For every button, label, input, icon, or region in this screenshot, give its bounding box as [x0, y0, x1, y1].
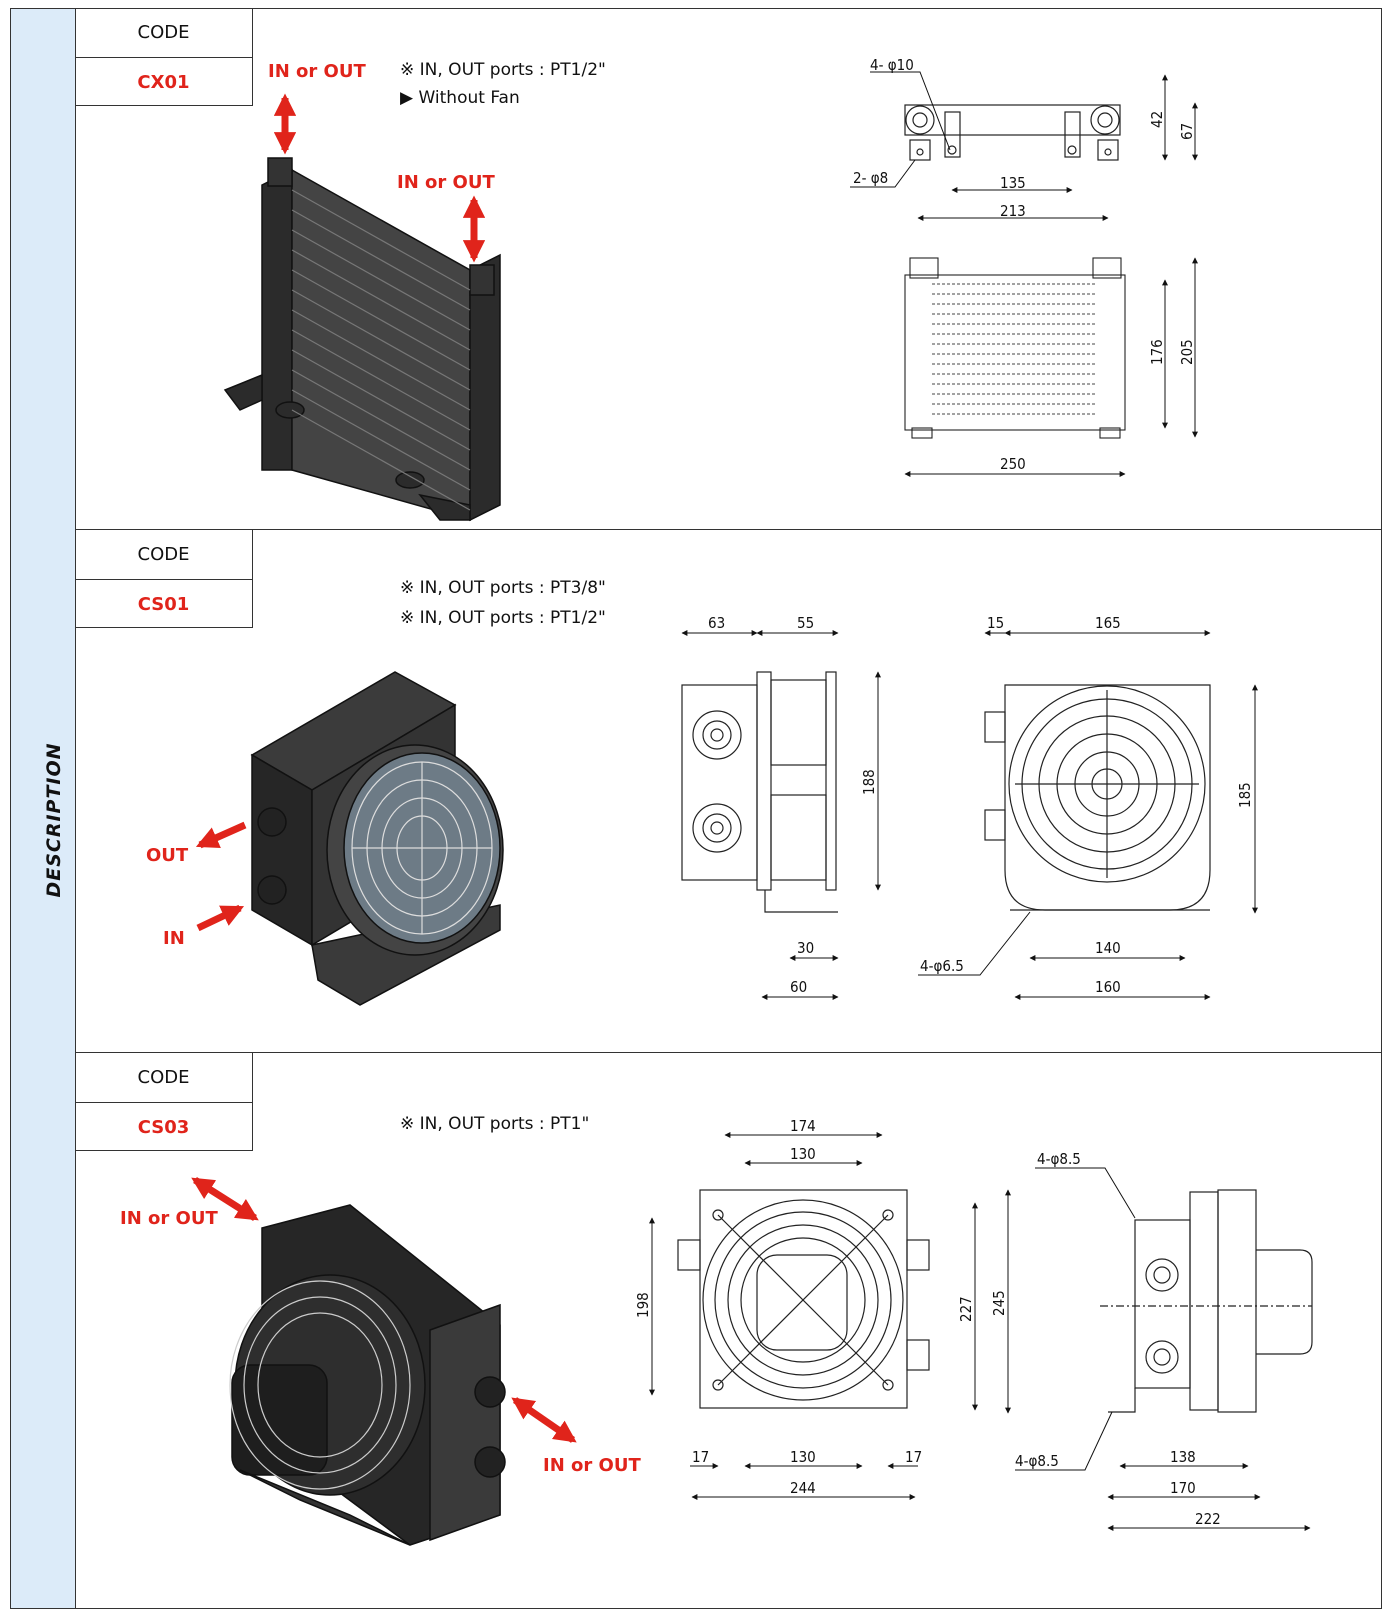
dim-label: 130 [790, 1448, 816, 1466]
code-value: CX01 [137, 71, 190, 93]
cs01-side-dims [681, 630, 881, 1000]
dim-label: 140 [1095, 939, 1121, 957]
dim-label: 130 [790, 1145, 816, 1163]
dim-label: 160 [1095, 978, 1121, 996]
dim-label: 17 [905, 1448, 922, 1466]
dim-label: 170 [1170, 1479, 1196, 1497]
dim-label: 60 [790, 978, 807, 996]
dim-label: 67 [1178, 123, 1196, 140]
code-header: CODE [75, 1053, 252, 1103]
cs01-render [250, 671, 504, 1006]
dim-label: 222 [1195, 1510, 1221, 1528]
port-note: ※ IN, OUT ports : PT3/8" [400, 578, 606, 598]
code-header: CODE [75, 530, 252, 580]
dim-label: 55 [797, 614, 814, 632]
code-value: CS03 [137, 1116, 190, 1138]
cs03-front-view [677, 1189, 930, 1409]
dim-label: 15 [987, 614, 1004, 632]
dim-label: 4- φ10 [870, 56, 914, 74]
cs01-front-view [984, 684, 1211, 911]
dim-label: 188 [860, 769, 878, 795]
code-header: CODE [75, 8, 252, 58]
section-divider [75, 529, 1382, 530]
cx01-fin-lines [932, 283, 1095, 415]
dim-label: 213 [1000, 202, 1026, 220]
cs03-side-dims [1015, 1167, 1311, 1531]
cs01-in-arrow [196, 904, 245, 932]
cs03-render [231, 1204, 506, 1546]
sidebar: DESCRIPTION [10, 8, 76, 1609]
port-label: IN or OUT [268, 61, 366, 82]
dim-label: 63 [708, 614, 725, 632]
dim-label: 30 [797, 939, 814, 957]
dim-label: 176 [1148, 339, 1166, 365]
dim-label: 2- φ8 [853, 169, 888, 187]
dim-label: 4-φ6.5 [920, 957, 964, 975]
cs01-out-arrow [195, 821, 247, 849]
cs03-side-view [1100, 1189, 1313, 1413]
cs01-side-view [681, 671, 838, 913]
cs01-front-dims [918, 630, 1258, 1000]
port-label: IN or OUT [543, 1455, 641, 1476]
cx01-dim-lines [850, 71, 1198, 477]
cx01-render [223, 157, 501, 522]
port-label-in: IN [163, 928, 185, 949]
port-note: ※ IN, OUT ports : PT1/2" [400, 608, 606, 628]
fan-note: ▶ Without Fan [400, 88, 520, 108]
dim-label: 250 [1000, 455, 1026, 473]
dim-label: 244 [790, 1479, 816, 1497]
port-note: ※ IN, OUT ports : PT1/2" [400, 60, 606, 80]
dim-label: 135 [1000, 174, 1026, 192]
port-note: ※ IN, OUT ports : PT1" [400, 1114, 590, 1134]
cx01-fins [291, 189, 471, 511]
dim-label: 4-φ8.5 [1015, 1452, 1059, 1470]
dim-label: 245 [990, 1290, 1008, 1316]
cs01-fan-guard [351, 761, 493, 935]
dim-label: 138 [1170, 1448, 1196, 1466]
cx01-top-view [904, 104, 1121, 161]
cx01-front-view [904, 257, 1126, 439]
dim-label: 17 [692, 1448, 709, 1466]
dim-label: 198 [634, 1292, 652, 1318]
cs03-port-arrow [511, 1397, 577, 1443]
dim-label: 174 [790, 1117, 816, 1135]
code-box-cs03: CODE CS03 [75, 1053, 253, 1151]
dim-label: 4-φ8.5 [1037, 1150, 1081, 1168]
dim-label: 165 [1095, 614, 1121, 632]
dim-label: 227 [957, 1296, 975, 1322]
dim-label: 185 [1236, 782, 1254, 808]
dim-label: 42 [1148, 111, 1166, 128]
dim-label: 205 [1178, 339, 1196, 365]
section-divider [75, 1052, 1382, 1053]
cs03-port-arrow [191, 1177, 259, 1221]
code-value: CS01 [137, 593, 190, 615]
cs03-fan-guard [229, 1280, 411, 1490]
port-label: IN or OUT [397, 172, 495, 193]
cs03-front-dims [649, 1132, 1011, 1500]
port-label-out: OUT [146, 845, 189, 866]
code-box-cx01: CODE CX01 [75, 8, 253, 106]
code-box-cs01: CODE CS01 [75, 530, 253, 628]
